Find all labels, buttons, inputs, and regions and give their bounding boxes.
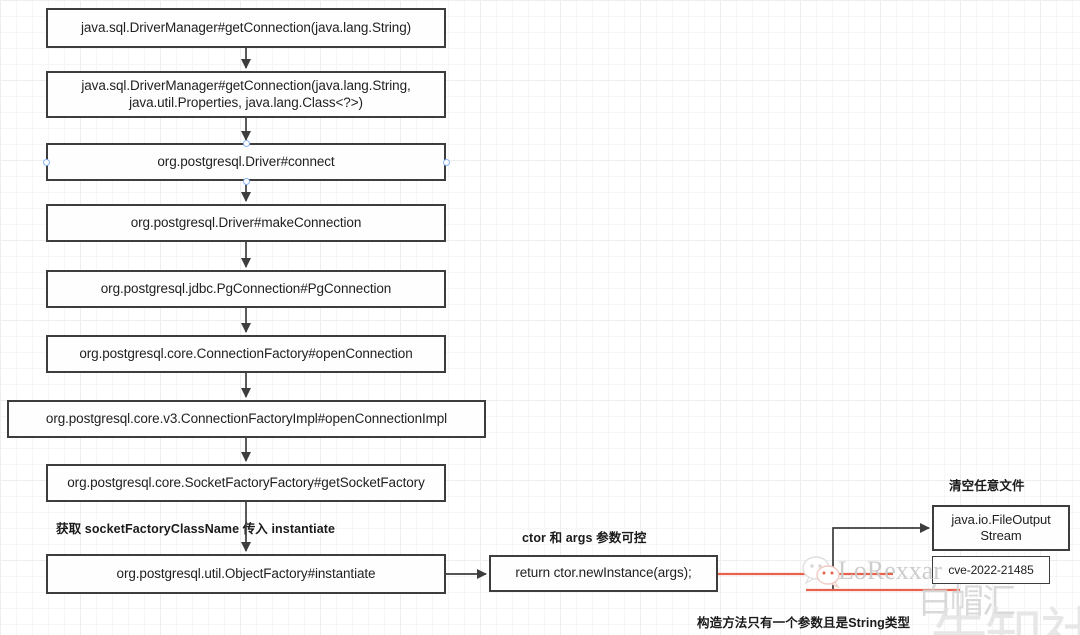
node-label: org.postgresql.core.ConnectionFactory#op… xyxy=(79,345,413,361)
annotation-socket-factory-classname: 获取 socketFactoryClassName 传入 instantiate xyxy=(56,518,335,537)
node-driver-manager-get-connection-props[interactable]: java.sql.DriverManager#getConnection(jav… xyxy=(46,71,446,118)
node-label: org.postgresql.Driver#connect xyxy=(157,153,335,169)
node-label: org.postgresql.Driver#makeConnection xyxy=(130,214,362,230)
node-socket-factory-factory-get-socket-factory[interactable]: org.postgresql.core.SocketFactoryFactory… xyxy=(46,464,446,502)
annotation-text: 获取 socketFactoryClassName 传入 instantiate xyxy=(56,522,336,536)
watermark-brand: LoRexxar xyxy=(838,556,942,585)
connection-handle-left[interactable] xyxy=(42,158,50,166)
node-postgresql-driver-make-connection[interactable]: org.postgresql.Driver#makeConnection xyxy=(46,204,446,242)
node-return-ctor-newinstance[interactable]: return ctor.newInstance(args); xyxy=(489,555,718,592)
node-label: org.postgresql.core.v3.ConnectionFactory… xyxy=(45,410,448,426)
node-object-factory-instantiate[interactable]: org.postgresql.util.ObjectFactory#instan… xyxy=(46,554,446,594)
connection-handle-bottom[interactable] xyxy=(242,177,250,185)
connection-handle-right[interactable] xyxy=(442,158,450,166)
annotation-text: 清空任意文件 xyxy=(949,479,1025,493)
annotation-ctor-args-controllable: ctor 和 args 参数可控 xyxy=(522,527,647,546)
wechat-icon xyxy=(802,556,840,588)
node-connection-factory-impl-open-connection-impl[interactable]: org.postgresql.core.v3.ConnectionFactory… xyxy=(7,400,486,438)
node-file-output-stream[interactable]: java.io.FileOutput Stream xyxy=(932,505,1070,551)
edge-red-to-fileoutputstream xyxy=(832,522,931,590)
node-label: org.postgresql.core.SocketFactoryFactory… xyxy=(67,474,425,490)
annotation-constructor-single-string-param: 构造方法只有一个参数且是String类型 xyxy=(697,612,910,631)
node-label: org.postgresql.jdbc.PgConnection#PgConne… xyxy=(100,280,392,296)
node-label: cve-2022-21485 xyxy=(948,562,1034,577)
annotation-text: 构造方法只有一个参数且是String类型 xyxy=(697,616,911,630)
watermark-community: 先知社区 xyxy=(930,588,1080,635)
node-label: java.io.FileOutput Stream xyxy=(951,511,1051,543)
connection-handle-top[interactable] xyxy=(242,139,250,147)
node-label: java.sql.DriverManager#getConnection(jav… xyxy=(80,19,412,35)
node-connection-factory-open-connection[interactable]: org.postgresql.core.ConnectionFactory#op… xyxy=(46,335,446,373)
node-label: java.sql.DriverManager#getConnection(jav… xyxy=(81,77,411,110)
annotation-clear-arbitrary-file: 清空任意文件 xyxy=(949,475,1025,494)
annotation-text: ctor 和 args 参数可控 xyxy=(522,531,647,545)
node-postgresql-driver-connect[interactable]: org.postgresql.Driver#connect xyxy=(46,143,446,181)
node-driver-manager-get-connection-string[interactable]: java.sql.DriverManager#getConnection(jav… xyxy=(46,8,446,48)
node-label: return ctor.newInstance(args); xyxy=(515,565,692,581)
node-cve-reference[interactable]: cve-2022-21485 xyxy=(932,556,1050,584)
node-label: org.postgresql.util.ObjectFactory#instan… xyxy=(116,565,376,581)
node-pgconnection[interactable]: org.postgresql.jdbc.PgConnection#PgConne… xyxy=(46,270,446,308)
